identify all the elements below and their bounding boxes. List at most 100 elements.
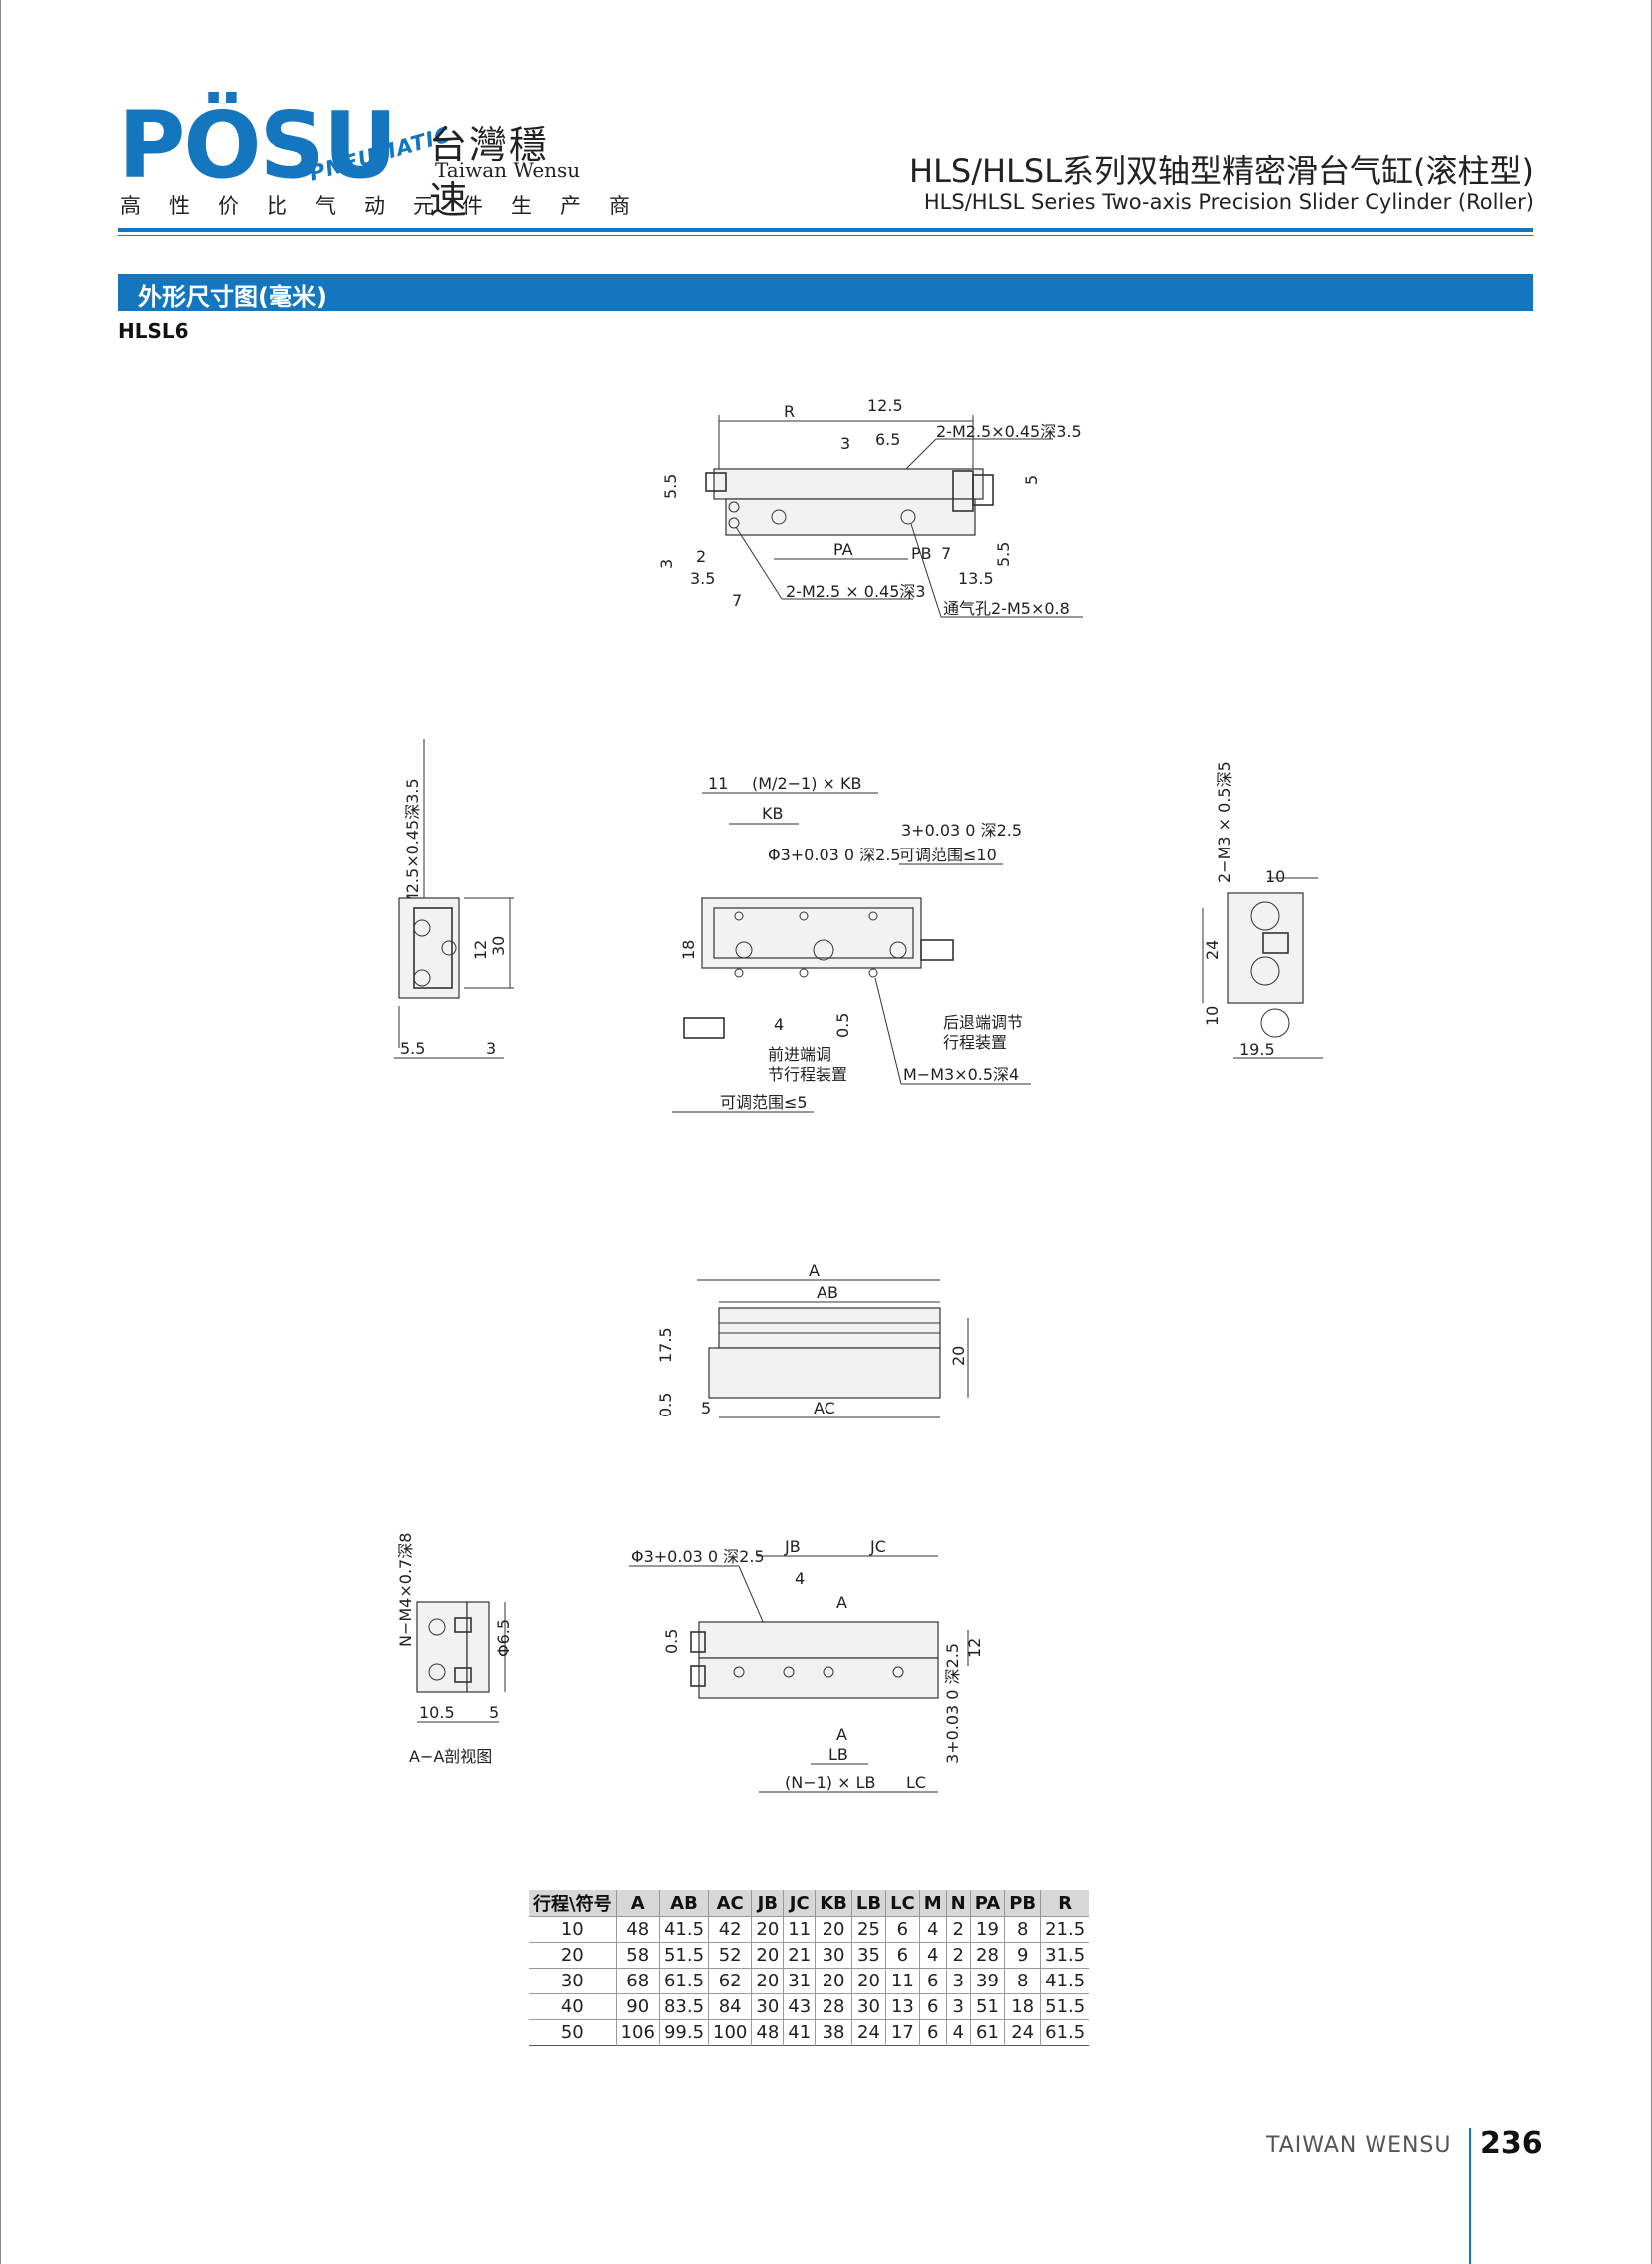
table-cell: 3 — [945, 1968, 971, 1994]
rear-adj-line1: 后退端调节 — [943, 1013, 1023, 1032]
table-cell: 31.5 — [1040, 1942, 1090, 1969]
table-cell: 62 — [708, 1968, 752, 1994]
dim-24: 24 — [1203, 940, 1222, 960]
dim-3-5: 3.5 — [690, 569, 715, 588]
footer-brand: TAIWAN WENSU — [1266, 2133, 1452, 2158]
dim-7-right: 7 — [941, 544, 951, 563]
table-cell: 21 — [783, 1942, 816, 1969]
table-cell: 10 — [560, 1919, 584, 1940]
table-cell: 28 — [815, 1993, 852, 2020]
dim-ac: AC — [814, 1399, 835, 1417]
table-cell: 41 — [783, 2019, 816, 2046]
drawing-middle-view: A AB 17.5 20 0.5 5 AC — [649, 1258, 988, 1427]
table-cell: 30 — [850, 1993, 886, 2020]
table-cell: 48 — [751, 2019, 784, 2046]
page-title-cn: HLS/HLSL系列双轴型精密滑台气缸(滚柱型) — [909, 152, 1534, 190]
table-cell: 61 — [969, 2019, 1005, 2046]
section-a-top: A — [836, 1593, 847, 1612]
table-cell: 52 — [708, 1942, 752, 1969]
table-cell: 8 — [1004, 1916, 1041, 1943]
table-cell: 6 — [885, 1916, 920, 1943]
table-cell: 51.5 — [658, 1942, 709, 1969]
dim-10-5: 10.5 — [419, 1703, 455, 1722]
drawing-left-view: 4-M2.5×0.45深3.5 30 12 5.5 3 — [394, 739, 534, 1068]
dim-ab: AB — [817, 1283, 838, 1302]
header-rule — [118, 228, 1533, 232]
dim-3: 3 — [840, 434, 850, 453]
table-cell: 20 — [815, 1916, 852, 1943]
table-cell: 25 — [850, 1916, 886, 1943]
adj-range-5: 可调范围≤5 — [720, 1093, 808, 1112]
drawing-center-view: 11 (M/2−1) × KB KB Φ3+0.03 0 深2.5 3+0.03… — [664, 769, 1063, 1118]
dim-0-5: 0.5 — [833, 1013, 852, 1038]
dim-2: 2 — [696, 547, 706, 566]
table-header-cell: A — [615, 1890, 660, 1917]
table-header-cell: KB — [815, 1890, 852, 1917]
table-header-cell: PA — [969, 1890, 1005, 1917]
table-cell: 18 — [1004, 1993, 1041, 2020]
table-header-cell: LC — [885, 1890, 920, 1917]
table-header-cell: PB — [1004, 1890, 1041, 1917]
table-cell: 17 — [885, 2019, 920, 2046]
brand-logo: PÖSU PNEUMATIC 台灣穩速 Taiwan Wensu — [118, 92, 587, 223]
thread-top: 2-M2.5×0.45深3.5 — [936, 422, 1082, 441]
footer-divider — [1469, 2128, 1471, 2264]
dim-12: 12 — [471, 940, 490, 960]
table-cell: 90 — [615, 1993, 660, 2020]
phi3-bottom: Φ3+0.03 0 深2.5 — [631, 1547, 765, 1566]
table-cell: 6 — [885, 1942, 920, 1969]
logo-wordmark: PÖSU — [118, 92, 398, 199]
table-cell: 11 — [783, 1916, 816, 1943]
table-header-cell: R — [1040, 1890, 1090, 1917]
table-cell: 58 — [615, 1942, 660, 1969]
thread-m: M−M3×0.5深4 — [903, 1065, 1019, 1084]
page-title-en: HLS/HLSL Series Two-axis Precision Slide… — [923, 190, 1534, 214]
header-rule-thin — [118, 235, 1533, 236]
table-header-row: 行程\符号 A AB AC JB JC KB LB LC M N PA PB R — [529, 1890, 1090, 1917]
table-cell: 61.5 — [658, 1968, 709, 1994]
table-header-cell: 行程\符号 — [529, 1890, 617, 1917]
dim-lb: LB — [828, 1745, 848, 1764]
table-cell: 20 — [560, 1945, 584, 1966]
table-cell: 20 — [751, 1916, 784, 1943]
front-adj-line1: 前进端调 — [768, 1045, 831, 1064]
table-cell: 84 — [708, 1993, 752, 2020]
thread-right: 2−M3 × 0.5深5 — [1215, 761, 1234, 883]
table-cell: 20 — [751, 1942, 784, 1969]
table-cell: 24 — [850, 2019, 886, 2046]
dim-jb: JB — [784, 1537, 801, 1556]
brand-name-en: Taiwan Wensu — [435, 158, 581, 182]
table-cell: 51 — [969, 1993, 1005, 2020]
dim-jc: JC — [869, 1537, 886, 1556]
section-a-bottom: A — [836, 1725, 847, 1744]
section-header: 外形尺寸图(毫米) — [118, 274, 1533, 311]
dim-12-5: 12.5 — [867, 396, 903, 415]
dim-5: 5 — [489, 1703, 499, 1722]
table-cell: 2 — [945, 1916, 971, 1943]
table-cell: 13 — [885, 1993, 920, 2020]
table-cell: 20 — [850, 1968, 886, 1994]
table-cell: 99.5 — [658, 2019, 709, 2046]
table-cell: 68 — [615, 1968, 660, 1994]
dim-5-5-right: 5.5 — [994, 542, 1013, 567]
dim-3-tol-bottom: 3+0.03 0 深2.5 — [943, 1643, 962, 1764]
dim-18: 18 — [679, 940, 698, 960]
table-cell: 35 — [850, 1942, 886, 1969]
table-cell: 61.5 — [1040, 2019, 1090, 2046]
table-header-cell: LB — [850, 1890, 886, 1917]
dim-pa: PA — [833, 540, 853, 559]
table-header-cell: N — [945, 1890, 971, 1917]
table-cell: 4 — [918, 1942, 947, 1969]
table-cell: 6 — [918, 1968, 947, 1994]
drawing-bottom-view: Φ3+0.03 0 深2.5 JB JC 4 A 0.5 12 3+0.03 0… — [629, 1532, 1008, 1802]
table-cell: 3 — [945, 1993, 971, 2020]
dim-mkb: (M/2−1) × KB — [752, 774, 862, 793]
phi3-label: Φ3+0.03 0 深2.5 — [768, 846, 901, 864]
table-cell: 20 — [751, 1968, 784, 1994]
table-cell: 19 — [969, 1916, 1005, 1943]
table-cell: 2 — [945, 1942, 971, 1969]
table-header-cell: JC — [783, 1890, 816, 1917]
